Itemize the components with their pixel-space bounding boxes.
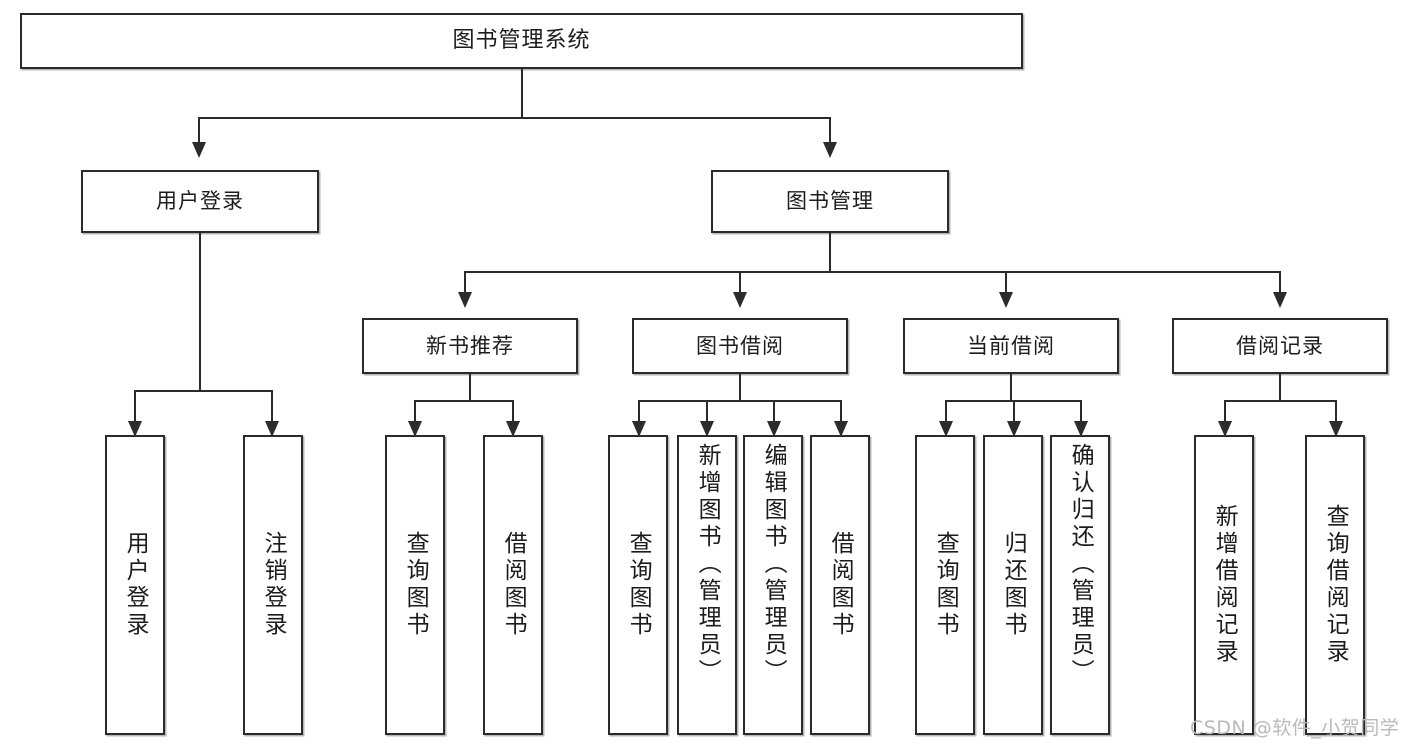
arrowhead-leaf-query-book-2 — [632, 421, 646, 437]
leaf-label: 借阅图书 — [827, 531, 854, 639]
node-label: 图书借阅 — [696, 333, 784, 358]
connector-root-to-book-manage — [829, 117, 831, 142]
leaf-query-borrow-record[interactable]: 查询借阅记录 — [1305, 435, 1365, 735]
connector-root-bus — [198, 117, 831, 119]
connector-newbook-branch-2 — [512, 400, 514, 422]
arrowhead-leaf-query-borrow-record — [1329, 421, 1343, 437]
leaf-return-book[interactable]: 归还图书 — [983, 435, 1043, 735]
arrowhead-leaf-user-login — [128, 421, 142, 437]
node-label: 借阅记录 — [1236, 333, 1324, 358]
leaf-borrow-book-recommend[interactable]: 借阅图书 — [483, 435, 543, 735]
connector-bookmanage-branch-4 — [1279, 271, 1281, 293]
leaf-edit-book-admin[interactable]: 编辑图书（管理员） — [743, 435, 803, 735]
connector-userlogin-branch-1 — [134, 390, 136, 422]
connector-borrowrecord-stem — [1279, 374, 1281, 401]
node-current-borrow[interactable]: 当前借阅 — [903, 318, 1119, 374]
connector-bookmanage-stem — [829, 233, 831, 272]
arrowhead-leaf-add-book-admin — [700, 421, 714, 437]
arrowhead-leaf-confirm-return-admin — [1074, 421, 1088, 437]
leaf-add-borrow-record[interactable]: 新增借阅记录 — [1194, 435, 1254, 735]
connector-bookborrow-stem — [739, 374, 741, 401]
leaf-query-book-borrow[interactable]: 查询图书 — [608, 435, 668, 735]
connector-bookborrow-branch-4 — [840, 400, 842, 422]
node-label: 当前借阅 — [967, 333, 1055, 358]
arrowhead-book-manage — [823, 142, 837, 158]
connector-currentborrow-branch-2 — [1013, 400, 1015, 422]
leaf-label: 新增图书（管理员） — [694, 443, 721, 686]
arrowhead-borrow-record — [1273, 292, 1287, 308]
arrowhead-current-borrow — [999, 292, 1013, 308]
connector-root-to-user-login — [198, 117, 200, 142]
connector-bookmanage-branch-2 — [739, 271, 741, 293]
node-borrow-record[interactable]: 借阅记录 — [1172, 318, 1388, 374]
leaf-label: 归还图书 — [1000, 531, 1027, 639]
arrowhead-leaf-borrow-book-1 — [506, 421, 520, 437]
connector-bookborrow-bus — [638, 400, 841, 402]
connector-root-stem — [521, 69, 523, 118]
leaf-label: 查询借阅记录 — [1322, 504, 1349, 666]
leaf-label: 编辑图书（管理员） — [760, 443, 787, 686]
leaf-label: 注销登录 — [260, 531, 287, 639]
node-label: 图书管理系统 — [452, 28, 591, 54]
connector-currentborrow-branch-3 — [1080, 400, 1082, 422]
connector-newbook-stem — [469, 374, 471, 401]
connector-newbook-bus — [414, 400, 512, 402]
connector-borrowrecord-branch-1 — [1224, 400, 1226, 422]
connector-bookmanage-branch-1 — [464, 271, 466, 293]
leaf-label: 查询图书 — [932, 531, 959, 639]
connector-borrowrecord-branch-2 — [1335, 400, 1337, 422]
connector-currentborrow-bus — [945, 400, 1080, 402]
connector-bookmanage-branch-3 — [1005, 271, 1007, 293]
arrowhead-book-borrow — [733, 292, 747, 308]
arrowhead-leaf-return-book — [1007, 421, 1021, 437]
connector-userlogin-branch-2 — [271, 390, 273, 422]
leaf-user-login[interactable]: 用户登录 — [105, 435, 165, 735]
arrowhead-leaf-borrow-book-2 — [834, 421, 848, 437]
node-user-login[interactable]: 用户登录 — [81, 170, 319, 233]
connector-newbook-branch-1 — [414, 400, 416, 422]
leaf-query-book-recommend[interactable]: 查询图书 — [385, 435, 445, 735]
node-new-book-recommend[interactable]: 新书推荐 — [362, 318, 578, 374]
connector-bookborrow-branch-3 — [773, 400, 775, 422]
node-book-management[interactable]: 图书管理 — [711, 170, 949, 233]
node-book-management-system[interactable]: 图书管理系统 — [20, 13, 1023, 69]
connector-currentborrow-stem — [1010, 374, 1012, 401]
connector-bookborrow-branch-2 — [706, 400, 708, 422]
arrowhead-leaf-logout-login — [265, 421, 279, 437]
leaf-logout-login[interactable]: 注销登录 — [243, 435, 303, 735]
leaf-confirm-return-admin[interactable]: 确认归还（管理员） — [1050, 435, 1110, 735]
leaf-query-book-current[interactable]: 查询图书 — [915, 435, 975, 735]
leaf-add-book-admin[interactable]: 新增图书（管理员） — [677, 435, 737, 735]
connector-bookmanage-bus — [464, 271, 1280, 273]
node-book-borrow[interactable]: 图书借阅 — [632, 318, 848, 374]
leaf-label: 确认归还（管理员） — [1067, 443, 1094, 686]
arrowhead-new-book-recommend — [458, 292, 472, 308]
leaf-label: 查询图书 — [402, 531, 429, 639]
arrowhead-leaf-query-book-1 — [408, 421, 422, 437]
arrowhead-leaf-query-book-3 — [939, 421, 953, 437]
connector-userlogin-bus — [134, 390, 271, 392]
connector-currentborrow-branch-1 — [945, 400, 947, 422]
arrowhead-leaf-add-borrow-record — [1218, 421, 1232, 437]
leaf-label: 查询图书 — [625, 531, 652, 639]
arrowhead-leaf-edit-book-admin — [767, 421, 781, 437]
connector-userlogin-stem — [199, 233, 201, 391]
connector-bookborrow-branch-1 — [638, 400, 640, 422]
leaf-label: 新增借阅记录 — [1211, 504, 1238, 666]
leaf-label: 用户登录 — [122, 531, 149, 639]
arrowhead-user-login — [192, 142, 206, 158]
connector-borrowrecord-bus — [1224, 400, 1335, 402]
node-label: 新书推荐 — [426, 333, 514, 358]
leaf-label: 借阅图书 — [500, 531, 527, 639]
node-label: 用户登录 — [156, 189, 244, 214]
leaf-borrow-book-borrow[interactable]: 借阅图书 — [810, 435, 870, 735]
node-label: 图书管理 — [786, 189, 874, 214]
